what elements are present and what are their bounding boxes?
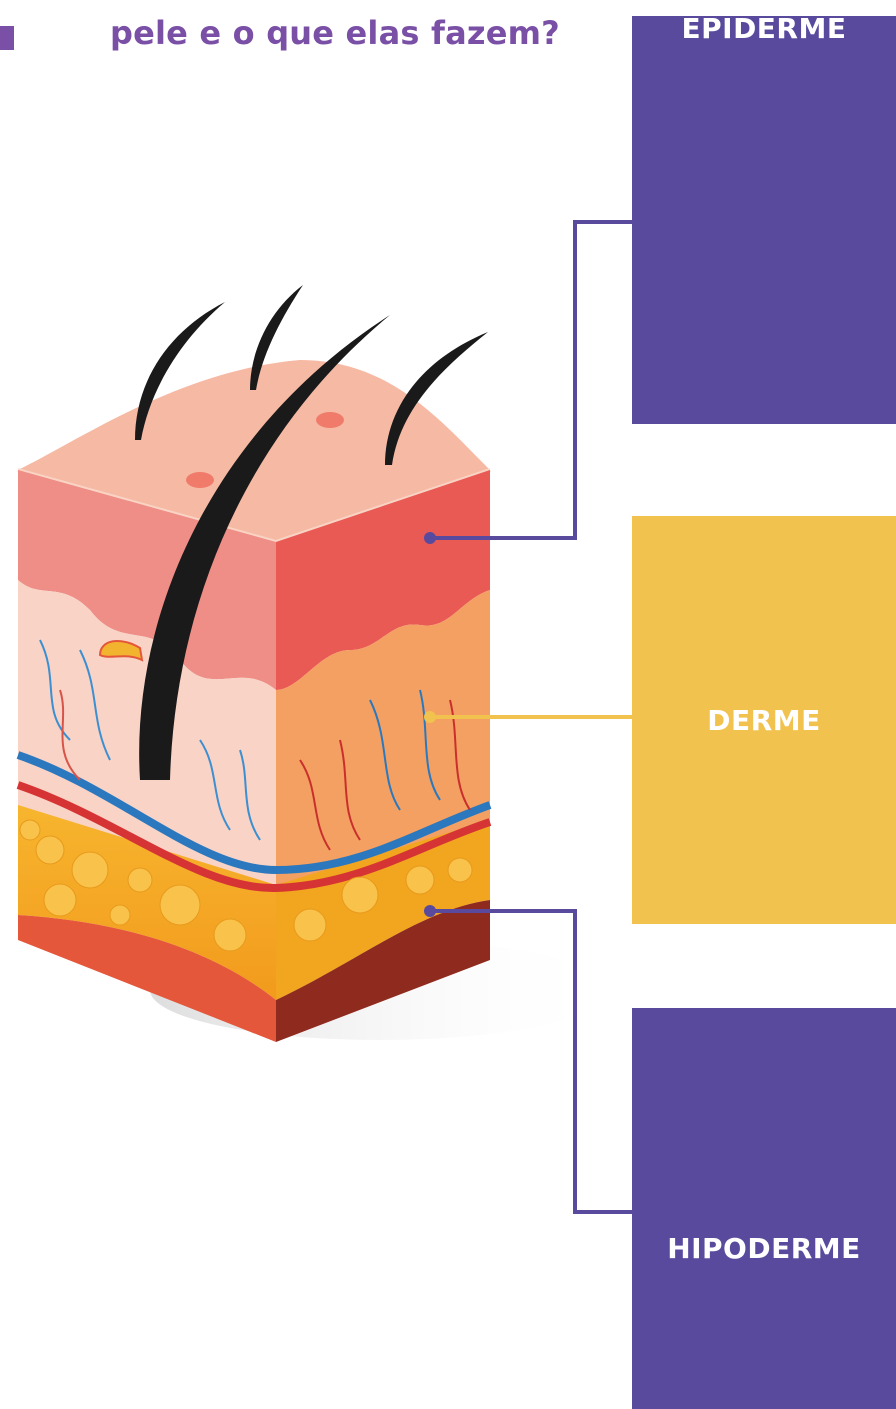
marker-epiderme [424,532,436,544]
hipoderme-box: HIPODERME [632,1008,896,1409]
hipoderme-label: HIPODERME [667,1232,861,1265]
epiderme-label: EPIDERME [682,12,847,45]
marker-hipoderme [424,905,436,917]
derme-label: DERME [707,704,820,737]
derme-box: DERME [632,516,896,924]
marker-derme [424,711,436,723]
epiderme-box: EPIDERME [632,16,896,424]
